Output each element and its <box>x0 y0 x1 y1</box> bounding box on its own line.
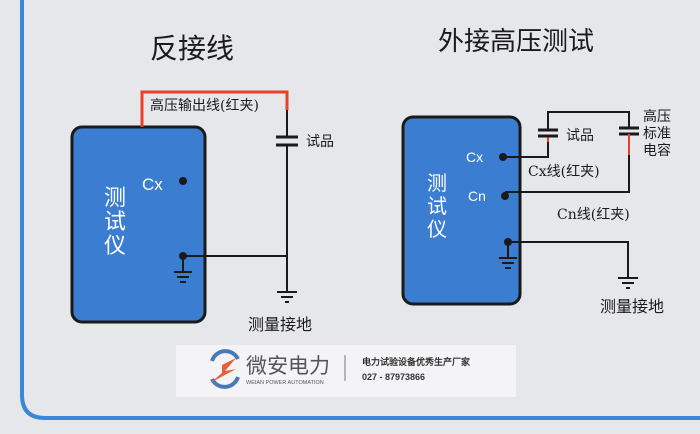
brand-name-en: WEIAN POWER AUTOMATION <box>246 380 324 386</box>
right-sample-label: 试品 <box>566 128 594 144</box>
hv-output-wire <box>140 90 289 127</box>
right-cn-label: Cn <box>468 188 486 204</box>
left-tester-box <box>70 125 207 324</box>
phone: 027 - 87973866 <box>362 372 425 382</box>
left-device-label-2: 试 <box>104 209 126 234</box>
left-device-label-1: 测 <box>104 185 126 210</box>
right-tester-box <box>401 115 522 306</box>
page-border <box>20 0 700 420</box>
brand-logo-icon <box>210 349 240 389</box>
right-device-ground-icon <box>499 257 517 269</box>
std-cap-label-2: 标准 <box>643 126 671 142</box>
left-sample-label: 试品 <box>306 134 334 150</box>
right-device-label-1: 测 <box>427 172 447 195</box>
right-cn-terminal <box>501 192 509 200</box>
left-cx-label: Cx <box>142 175 163 194</box>
right-title: 外接高压测试 <box>438 27 594 57</box>
right-cx-label: Cx <box>466 149 483 165</box>
left-cx-terminal <box>179 177 187 185</box>
left-title: 反接线 <box>150 32 234 65</box>
hv-wire-label: 高压输出线(红夹) <box>150 97 259 114</box>
watermark: 微安电力 WEIAN POWER AUTOMATION 电力试验设备优秀生产厂家… <box>176 345 516 397</box>
left-device-ground-icon <box>174 271 192 283</box>
reverse-wiring-diagram: 反接线 测 试 仪 Cx 高压输出线(红夹) 试品 测量接地 <box>70 32 334 334</box>
cx-wire-label: Cx线(红夹) <box>528 164 600 180</box>
cn-wire-label: Cn线(红夹) <box>557 207 630 223</box>
std-cap-label-1: 高压 <box>643 108 671 125</box>
right-device-label-2: 试 <box>427 195 447 218</box>
right-ground-icon <box>618 277 638 289</box>
left-ground-label: 测量接地 <box>248 315 312 334</box>
std-cap-label-3: 电容 <box>643 142 671 159</box>
right-device-label-3: 仪 <box>427 219 447 241</box>
external-hv-diagram: 外接高压测试 测 试 仪 Cx Cn 试品 高压 标准 电容 Cx线(红夹) C… <box>401 27 671 316</box>
left-device-label-3: 仪 <box>104 233 126 258</box>
brand-name: 微安电力 <box>246 354 330 378</box>
left-ground-icon <box>277 291 297 303</box>
right-ground-label: 测量接地 <box>600 297 664 316</box>
slogan: 电力试验设备优秀生产厂家 <box>362 356 471 368</box>
